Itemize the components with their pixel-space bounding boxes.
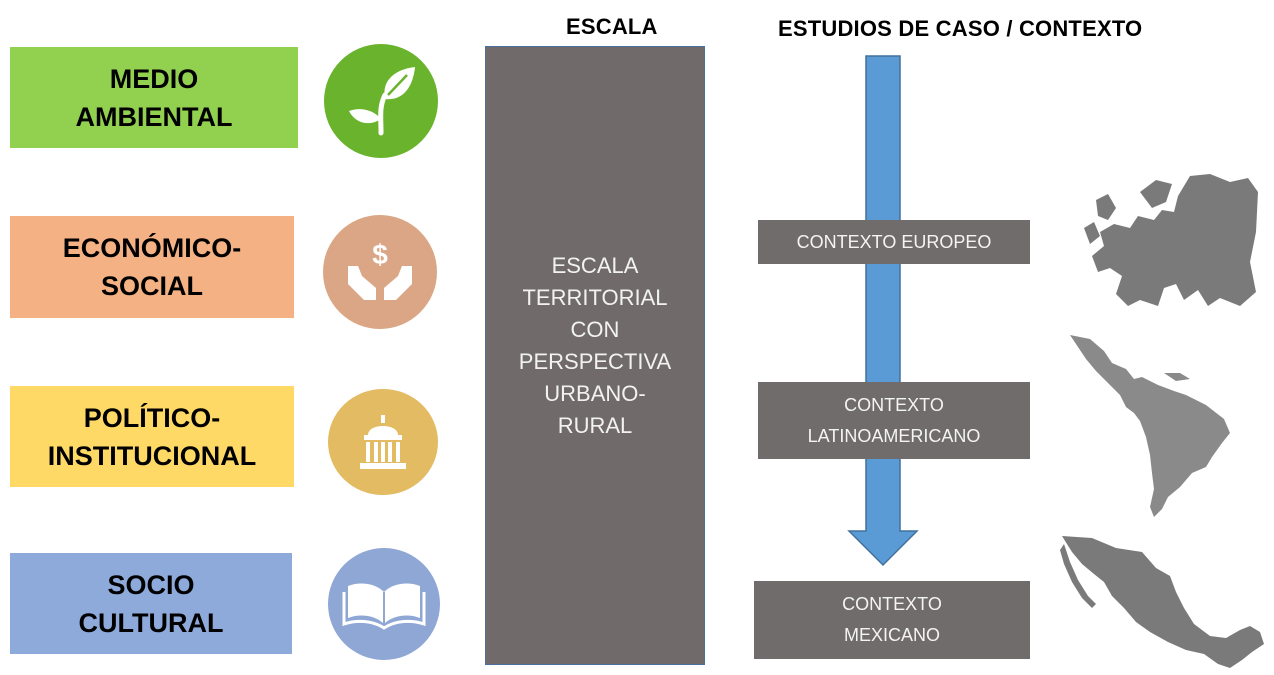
scale-box: ESCALA TERRITORIAL CON PERSPECTIVA URBAN… [485,46,705,665]
escala-header: ESCALA [566,14,658,39]
dimension-label: SOCIO CULTURAL [78,569,224,638]
latin-america-map-icon [1070,335,1230,517]
context-label: CONTEXTO EUROPEO [796,231,992,252]
dimension-label: MEDIO AMBIENTAL [75,63,233,132]
context-latinoamericano: CONTEXTO LATINOAMERICANO [758,382,1030,459]
dimension-socio-cultural: SOCIO CULTURAL [10,553,292,654]
open-book-icon [328,548,440,660]
mexico-map-icon [1060,536,1264,668]
dimension-medio-ambiental: MEDIO AMBIENTAL [10,47,298,148]
down-arrow-icon [847,55,919,567]
money-hands-icon: $ [323,215,437,329]
dimension-economico-social: ECONÓMICO- SOCIAL [10,216,294,318]
dimension-label: ECONÓMICO- SOCIAL [62,233,242,301]
dimension-politico-institucional: POLÍTICO- INSTITUCIONAL [10,386,294,487]
dimension-label: POLÍTICO- INSTITUCIONAL [47,402,257,471]
context-label: CONTEXTO MEXICANO [842,594,942,645]
context-europeo: CONTEXTO EUROPEO [758,220,1030,264]
leaf-icon [324,44,438,158]
europe-map-icon [1084,174,1258,306]
scale-text: ESCALA TERRITORIAL CON PERSPECTIVA URBAN… [518,252,672,438]
svg-text:$: $ [372,239,388,270]
context-label: CONTEXTO LATINOAMERICANO [807,394,981,446]
capitol-building-icon [328,389,438,495]
estudios-header: ESTUDIOS DE CASO / CONTEXTO [778,16,1143,41]
context-mexicano: CONTEXTO MEXICANO [754,581,1030,659]
